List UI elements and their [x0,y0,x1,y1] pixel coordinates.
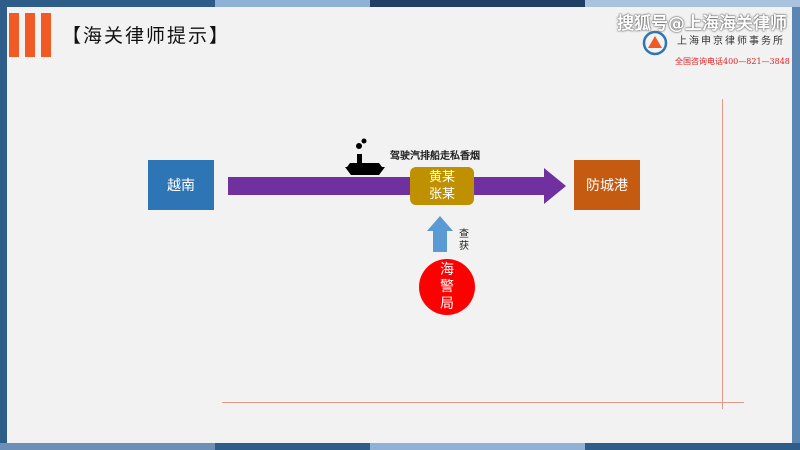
left-edge-band [0,7,7,443]
orange-bars-logo-icon [9,13,51,57]
firm-name: 上海申京律师事务所 [677,36,785,47]
seized-char-2: 获 [459,241,469,252]
destination-box: 防城港 [574,160,640,210]
decorative-vertical-line [722,99,723,409]
up-arrow [427,216,453,252]
page-title: 【海关律师提示】 [62,25,231,47]
seized-label: 查 获 [459,229,471,253]
suspect-label-2: 张某 [428,187,455,202]
authority-char-1: 海 [440,261,454,278]
origin-box: 越南 [148,160,214,210]
smuggling-caption: 驾驶汽排船走私香烟 [390,151,480,162]
main-arrow [228,168,566,204]
content-panel: 【海关律师提示】 搜狐号@上海海关律师 上海申京律师事务所 全国咨询电话400—… [7,7,792,443]
bottom-color-band [0,443,800,450]
coast-guard-circle: 海 警 局 [419,259,475,315]
watermark-text: 搜狐号@上海海关律师 [617,14,787,34]
decorative-horizontal-line [222,402,744,403]
seized-char-1: 查 [459,229,469,240]
top-color-band [0,0,800,7]
right-edge-band [792,7,800,443]
authority-char-2: 警 [440,278,454,295]
suspect-label-1: 黄某 [428,170,455,185]
suspects-box: 黄某 张某 [410,167,474,205]
firm-logo-icon [642,30,668,56]
ship-icon [345,138,385,175]
authority-char-3: 局 [440,295,454,312]
hotline-text: 全国咨询电话400—821—3848 [675,57,790,66]
arrows-layer [228,138,566,252]
